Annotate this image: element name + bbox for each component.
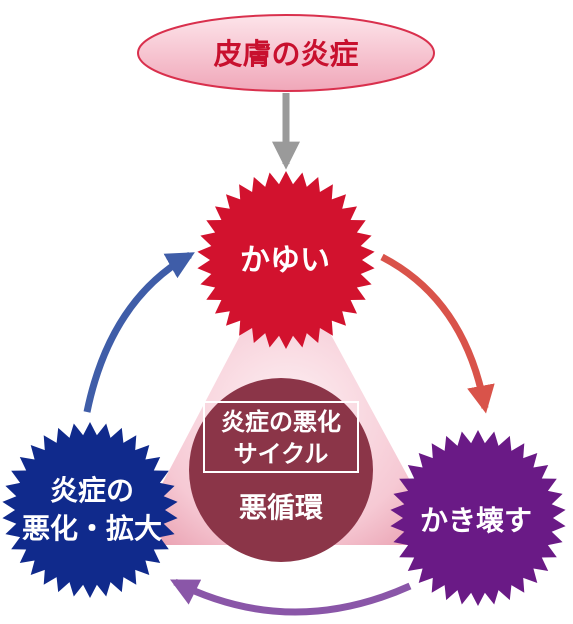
arrow-worsen-to-itch xyxy=(83,251,195,413)
arrow-scratch-to-worsen xyxy=(169,578,412,616)
center-box-line1: 炎症の悪化 xyxy=(221,408,341,436)
itch-node-label: かゆい xyxy=(240,243,330,278)
arrow-itch-to-scratch xyxy=(380,253,495,414)
center-label-box xyxy=(203,401,359,473)
top-node-label: 皮膚の炎症 xyxy=(213,37,358,71)
scratch-node-label: かき壊す xyxy=(420,504,532,537)
worsen-node-burst xyxy=(2,422,178,598)
center-box-line2: サイクル xyxy=(234,440,329,468)
center-caption: 悪循環 xyxy=(239,491,324,524)
center-circle xyxy=(189,378,373,562)
worsen-node-label-line1: 炎症の xyxy=(50,474,134,507)
worsen-node-label-line2: 悪化・拡大 xyxy=(22,512,162,545)
itch-node-burst xyxy=(197,171,375,349)
top-node-oval xyxy=(137,14,435,92)
scratch-node-burst xyxy=(390,430,566,606)
